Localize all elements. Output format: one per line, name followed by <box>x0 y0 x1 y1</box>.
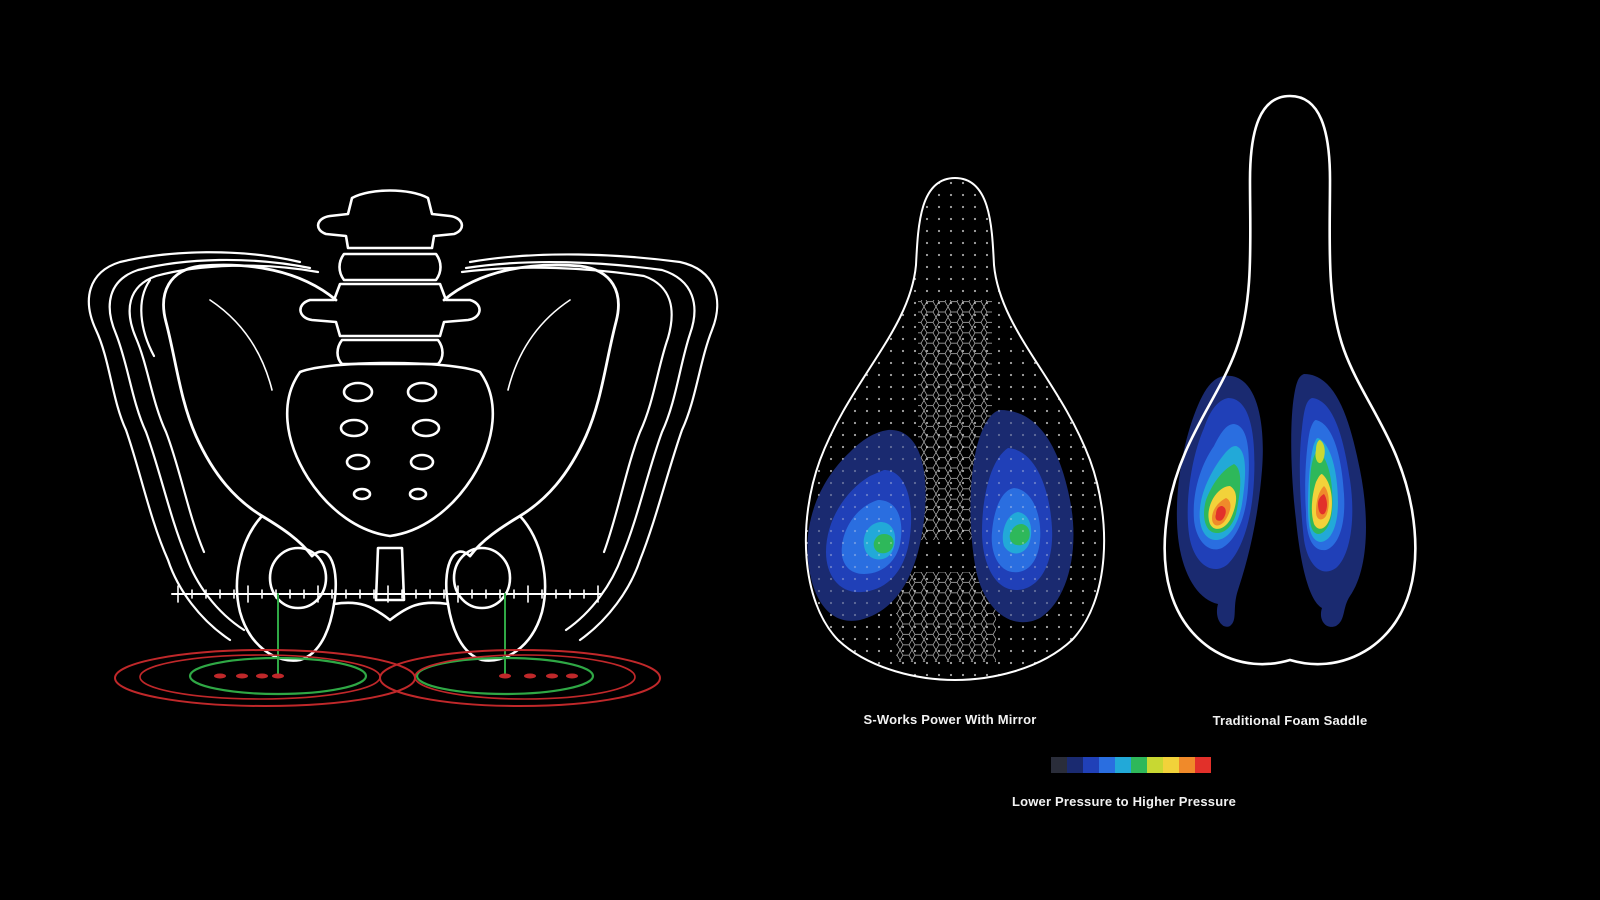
legend-swatch-8 <box>1163 757 1179 773</box>
pressure-legend-label: Lower Pressure to Higher Pressure <box>1012 794 1236 809</box>
saddle-mirror-illustration <box>790 170 1120 690</box>
legend-swatch-3 <box>1083 757 1099 773</box>
saddle-foam-illustration <box>1165 96 1416 664</box>
pressure-map-foam-right <box>1291 374 1366 627</box>
legend-swatch-9 <box>1179 757 1195 773</box>
legend-swatch-2 <box>1067 757 1083 773</box>
sacrum <box>287 363 493 536</box>
legend-swatch-4 <box>1099 757 1115 773</box>
iliac-wings <box>164 265 619 556</box>
pressure-map-foam-left <box>1177 376 1263 627</box>
hip-bones <box>237 516 545 661</box>
legend-swatch-5 <box>1115 757 1131 773</box>
legend-swatch-1 <box>1051 757 1067 773</box>
legend-swatch-10 <box>1195 757 1211 773</box>
pelvis-illustration <box>89 191 717 707</box>
legend-swatch-6 <box>1131 757 1147 773</box>
lumbar-vertebrae <box>300 191 479 365</box>
mirror-saddle-caption: S-Works Power With Mirror <box>864 712 1037 727</box>
foam-saddle-caption: Traditional Foam Saddle <box>1213 713 1368 728</box>
pressure-legend-scale <box>1051 757 1211 773</box>
legend-swatch-7 <box>1147 757 1163 773</box>
